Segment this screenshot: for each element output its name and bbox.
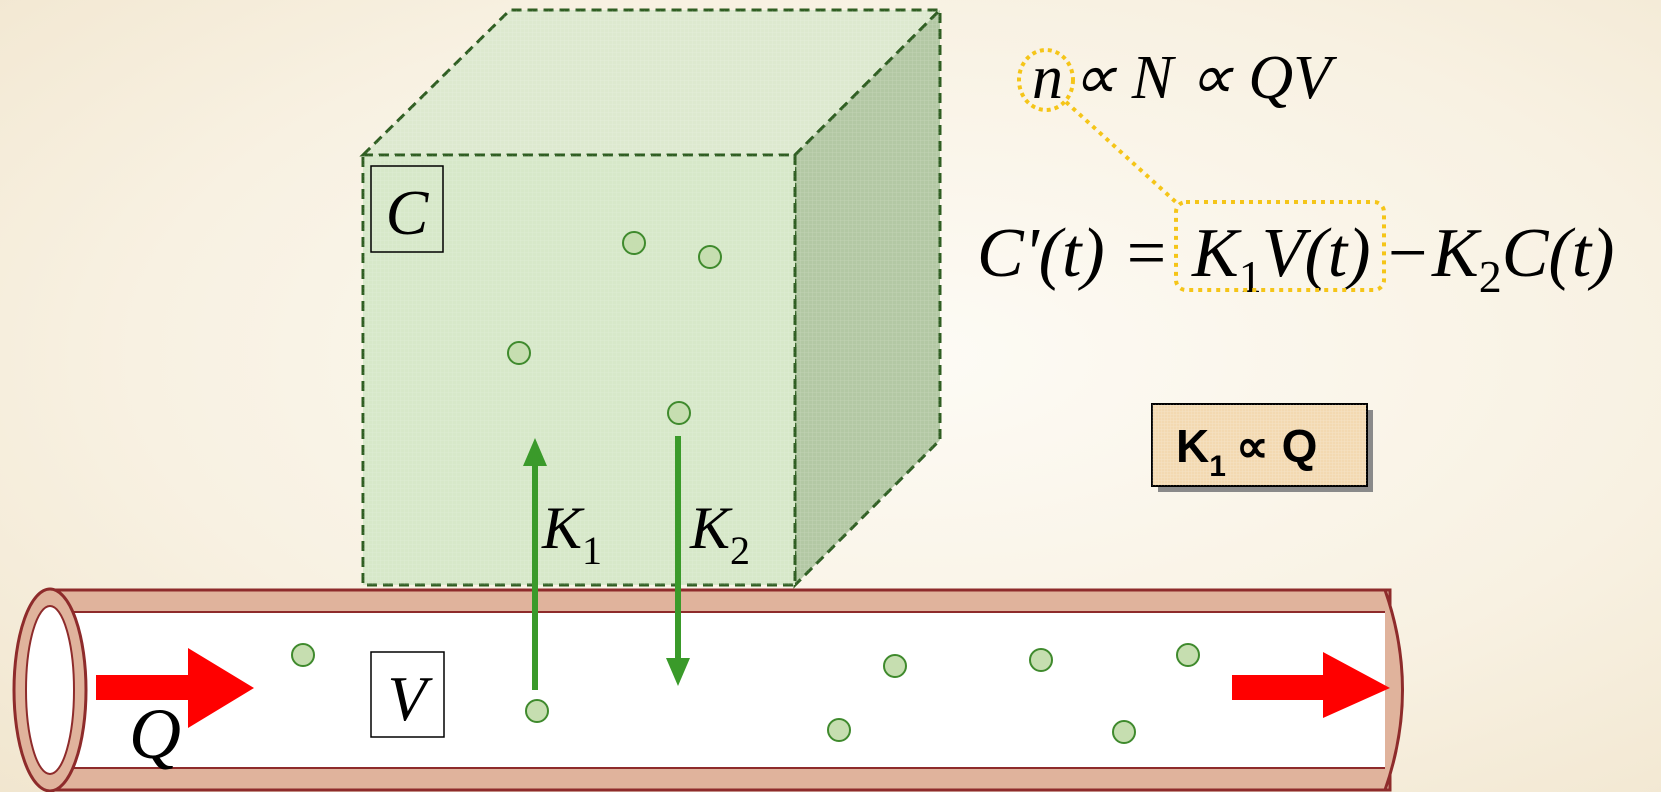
k2-label: K2 (689, 495, 750, 573)
k1-box-letter: K (1176, 420, 1209, 472)
flow-label: Q (129, 694, 181, 774)
k1-label: K1 (541, 495, 602, 573)
svg-text:K1∝ Q: K1∝ Q (1176, 420, 1317, 483)
k2-transfer-arrow (666, 436, 690, 686)
flow-arrow-out (1232, 652, 1390, 718)
ode-k1: K (1191, 215, 1242, 292)
tissue-label-box (370, 165, 444, 253)
tissue-compartment-cube: C (359, 6, 944, 589)
particle (827, 718, 851, 742)
proportionality-rest: ∝ N ∝ QV (1072, 44, 1337, 112)
n-highlight (1017, 48, 1075, 112)
ode-lhs: C'(t) = (977, 215, 1169, 292)
proportionality-equation: n ∝ N ∝ QV (1017, 44, 1337, 206)
svg-text:K1V(t): K1V(t) (1191, 215, 1371, 302)
highlight-connector (1064, 100, 1180, 206)
particle (698, 245, 722, 269)
particle (507, 341, 531, 365)
particle (1176, 643, 1200, 667)
blood-volume-label-box (370, 651, 445, 738)
ode-k2: K (1431, 215, 1482, 292)
particle (291, 643, 315, 667)
particle (1029, 648, 1053, 672)
k1-proportional-box: K1∝ Q (1151, 403, 1373, 492)
blood-volume-label: V (387, 663, 433, 734)
particle (525, 699, 549, 723)
tissue-label: C (386, 177, 430, 248)
blood-vessel: V Q (12, 587, 1404, 792)
vessel-right-end (1383, 589, 1404, 791)
svg-text:C'(t) =: C'(t) = (977, 215, 1169, 292)
k1-transfer-arrow (523, 438, 547, 690)
k1v-highlight-box (1174, 200, 1386, 292)
particles (291, 231, 1200, 744)
ode-minus: − (1388, 215, 1427, 292)
particle (622, 231, 646, 255)
svg-text:K2C(t): K2C(t) (1431, 215, 1614, 302)
particle (1112, 720, 1136, 744)
flow-arrow-in (96, 648, 254, 728)
particle (667, 401, 691, 425)
particle (883, 654, 907, 678)
ode-equation: C'(t) = K1V(t) − K2C(t) (977, 200, 1614, 302)
vessel-lumen (49, 611, 1391, 769)
